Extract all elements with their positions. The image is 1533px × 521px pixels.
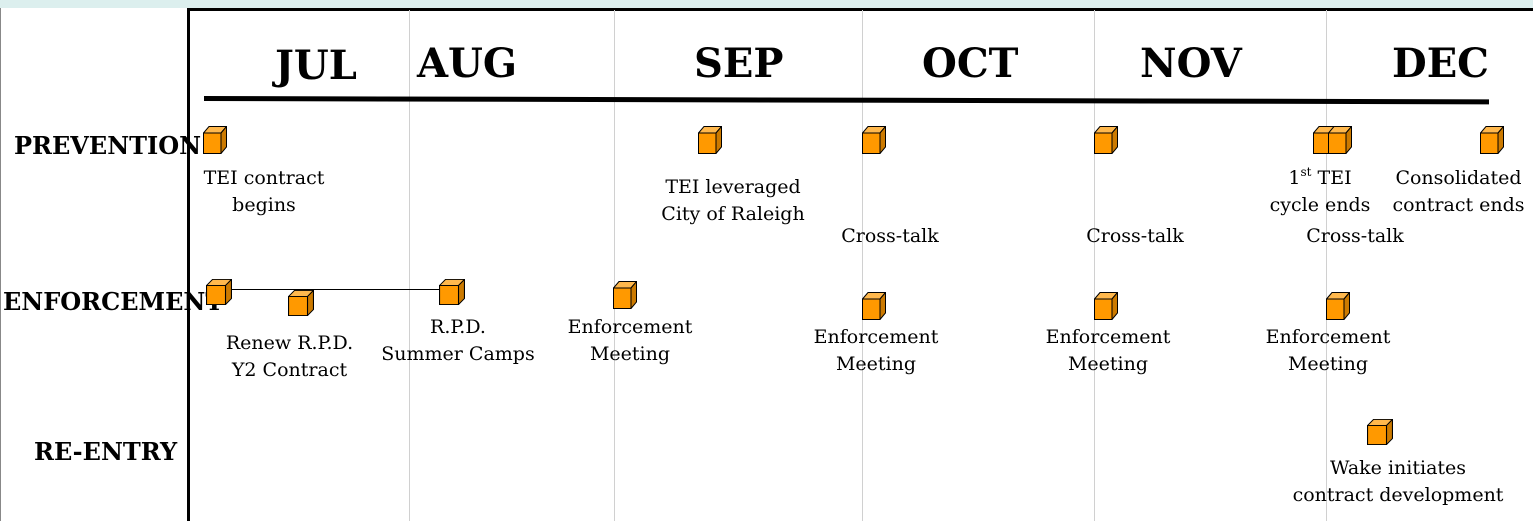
cube-icon bbox=[1479, 125, 1505, 155]
first-tei-num: 1 bbox=[1288, 167, 1301, 189]
month-aug: AUG bbox=[417, 40, 518, 87]
event-label-enforcement-meeting-oct: Enforcement Meeting bbox=[813, 326, 939, 375]
event-label-cross-talk-dec: Cross-talk bbox=[1306, 225, 1404, 247]
event-label-enforcement-meeting-sep: Enforcement Meeting bbox=[567, 316, 693, 365]
cube-icon bbox=[438, 278, 466, 306]
event-label-consolidated-contract-ends: Consolidated contract ends bbox=[1392, 167, 1525, 216]
cube-icon bbox=[612, 280, 638, 310]
cube-icon bbox=[1366, 418, 1394, 446]
row-label-enforcement: ENFORCEMENT bbox=[3, 287, 224, 316]
event-label-renew-rpd: Renew R.P.D. Y2 Contract bbox=[225, 332, 354, 381]
grid-line-dec bbox=[1326, 10, 1327, 521]
cube-icon bbox=[1325, 291, 1351, 321]
event-label-cross-talk-oct: Cross-talk bbox=[841, 225, 939, 247]
month-nov: NOV bbox=[1140, 40, 1242, 87]
month-jul: JUL bbox=[275, 42, 357, 89]
row-label-prevention: PREVENTION bbox=[14, 131, 202, 160]
event-label-enforcement-meeting-nov: Enforcement Meeting bbox=[1045, 326, 1171, 375]
cube-icon bbox=[1327, 125, 1353, 155]
event-label-enforcement-meeting-dec: Enforcement Meeting bbox=[1265, 326, 1391, 375]
event-label-tei-leveraged: TEI leveraged City of Raleigh bbox=[661, 176, 805, 225]
top-strip bbox=[0, 0, 1533, 8]
first-tei-sup: st bbox=[1300, 165, 1312, 179]
event-label-tei-contract-begins: TEI contract begins bbox=[203, 167, 325, 216]
cube-icon bbox=[1093, 125, 1119, 155]
grid-line-nov bbox=[1094, 10, 1095, 521]
cube-icon bbox=[861, 291, 887, 321]
enforcement-connector-line bbox=[216, 289, 450, 290]
event-label-rpd-summer-camps: R.P.D. Summer Camps bbox=[381, 316, 535, 365]
first-tei-line2: cycle ends bbox=[1269, 194, 1371, 216]
cube-icon bbox=[861, 125, 887, 155]
cube-icon bbox=[205, 278, 233, 306]
month-sep: SEP bbox=[694, 40, 784, 87]
month-dec: DEC bbox=[1392, 40, 1490, 87]
month-oct: OCT bbox=[922, 40, 1019, 87]
cube-icon bbox=[202, 125, 228, 155]
grid-line-oct bbox=[862, 10, 863, 521]
grid-line-aug bbox=[409, 10, 410, 521]
cube-icon bbox=[697, 125, 723, 155]
event-label-cross-talk-nov: Cross-talk bbox=[1086, 225, 1184, 247]
timeline-panel bbox=[187, 8, 1533, 521]
grid-line-sep bbox=[614, 10, 615, 521]
row-label-reentry: RE-ENTRY bbox=[34, 437, 178, 466]
first-tei-rest: TEI bbox=[1311, 167, 1352, 189]
event-label-first-tei-cycle-ends: 1st TEI cycle ends bbox=[1255, 165, 1385, 219]
cube-icon bbox=[1093, 291, 1119, 321]
cube-icon bbox=[287, 289, 315, 317]
event-label-wake-initiates: Wake initiates contract development bbox=[1292, 457, 1504, 506]
